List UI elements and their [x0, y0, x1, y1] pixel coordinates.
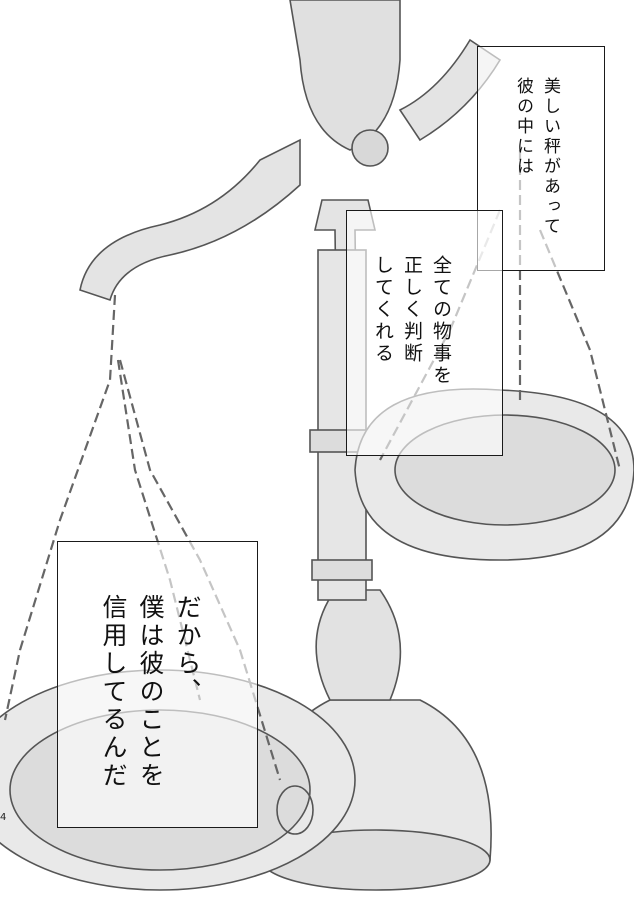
ornament-ball — [351, 129, 389, 167]
column-collar-lower — [311, 559, 373, 581]
caption-box-bottom-left: だから、 僕は彼のことを 信用してるんだ — [57, 541, 258, 828]
caption-line: してくれる — [372, 255, 394, 365]
caption-line: 美しい秤があって — [540, 77, 560, 237]
caption-line: 彼の中には — [513, 77, 533, 177]
caption-box-middle: 全ての物事を 正しく判断 してくれる — [346, 210, 503, 456]
column-bulb — [315, 589, 402, 701]
caption-line: 全ての物事を — [430, 255, 452, 387]
top-ornament — [289, 0, 401, 151]
scale-beam — [79, 138, 301, 302]
caption-line: 信用してるんだ — [99, 594, 128, 790]
page-number: 4 — [0, 812, 7, 823]
chain-ring — [276, 785, 314, 835]
caption-line: 僕は彼のことを — [136, 594, 165, 790]
caption-line: だから、 — [173, 594, 202, 706]
caption-line: 正しく判断 — [401, 255, 423, 365]
